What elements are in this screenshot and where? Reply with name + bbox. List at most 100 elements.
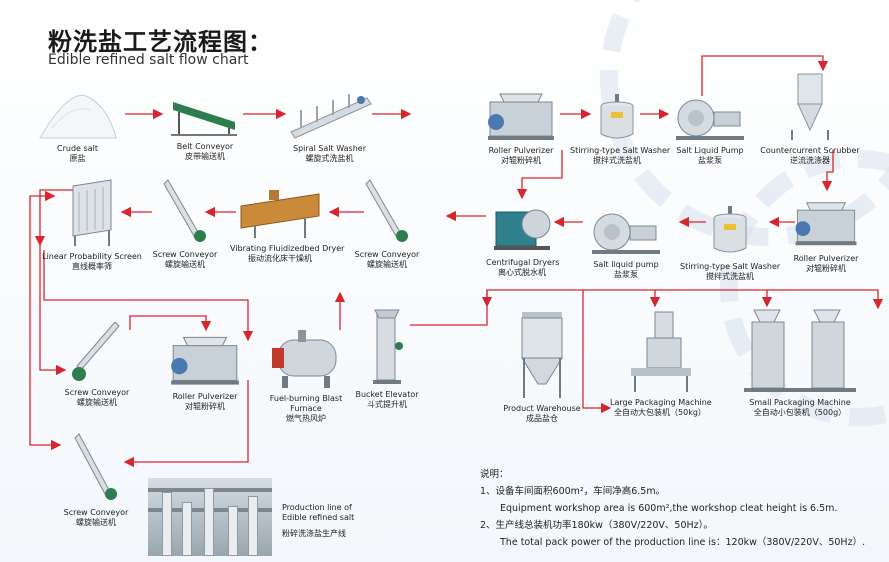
linear-screen-label-cn: 直线概率筛 xyxy=(72,262,112,271)
countercurrent-scrubber-label-en: Countercurrent Scrubber xyxy=(760,146,860,155)
node-screw-conveyor-4: Screw Conveyor 螺旋输送机 xyxy=(58,430,134,528)
production-line-en-2: Edible refined salt xyxy=(282,513,355,522)
screw-conveyor-4-label-cn: 螺旋输送机 xyxy=(76,518,116,527)
silo-icon xyxy=(521,312,563,398)
spiral-washer-label-en: Spiral Salt Washer xyxy=(293,144,366,153)
packaging-machine-icon xyxy=(744,309,856,392)
belt-conveyor-label-cn: 皮带输送机 xyxy=(185,152,225,161)
node-salt-liquid-pump-2: Salt liquid pump 盐浆泵 xyxy=(586,210,666,280)
arrow-left-bottom-loop xyxy=(29,340,62,451)
packaging-machine-icon xyxy=(631,311,691,392)
screw-conveyor-1-label-en: Screw Conveyor xyxy=(152,250,218,259)
centrifugal-dryer-label-cn: 离心式脱水机 xyxy=(498,268,546,277)
stirring-washer-1-label-cn: 搅拌式洗盐机 xyxy=(593,156,641,165)
notes-item2-cn: 2、生产线总装机功率180kw（380V/220V、50Hz）。 xyxy=(480,520,713,531)
node-centrifugal-dryer: Centrifugal Dryers 离心式脱水机 xyxy=(486,198,560,278)
production-line-caption: Production line of Edible refined salt 粉… xyxy=(282,503,354,539)
stirring-tank-icon xyxy=(713,206,747,253)
node-countercurrent-scrubber: Countercurrent Scrubber 逆流洗涤器 xyxy=(760,70,860,166)
screw-conveyor-3-label-en: Screw Conveyor xyxy=(64,388,130,397)
roller-pulverizer-3-label-cn: 对辊粉碎机 xyxy=(185,402,225,411)
arrow-loop-to-centrifuge xyxy=(516,150,563,200)
node-screw-conveyor-2: Screw Conveyor 螺旋输送机 xyxy=(352,176,422,270)
node-fluidized-dryer: Vibrating Fluidizedbed Dryer 振动流化床干燥机 xyxy=(230,190,345,264)
production-line-en-1: Production line of xyxy=(282,503,352,512)
centrifuge-icon xyxy=(494,209,551,250)
bucket-elevator-label-cn: 斗式提升机 xyxy=(367,400,407,409)
large-packaging-label-en: Large Packaging Machine xyxy=(610,398,712,407)
production-line-cn: 粉碎洗涤盐生产线 xyxy=(282,529,346,538)
pump-icon xyxy=(676,99,744,140)
belt-conveyor-label-en: Belt Conveyor xyxy=(176,142,234,151)
roller-pulverizer-2-label-en: Roller Pulverizer xyxy=(793,254,859,263)
furnace-icon xyxy=(272,330,337,388)
salt-pile-icon xyxy=(38,94,117,139)
small-packaging-label-cn: 全自动小包装机（500g） xyxy=(753,408,847,417)
arrow-pump1-to-scrubber xyxy=(701,55,829,96)
node-large-packaging: Large Packaging Machine 全自动大包装机（50kg） xyxy=(610,310,712,418)
node-stirring-washer-1: Stirring-type Salt Washer 搅拌式洗盐机 xyxy=(570,94,671,166)
salt-liquid-pump-2-label-cn: 盐浆泵 xyxy=(614,270,638,279)
screw-conveyor-icon xyxy=(74,433,117,500)
screw-conveyor-2-label-en: Screw Conveyor xyxy=(354,250,420,259)
bucket-elevator-label-en: Bucket Elevator xyxy=(355,390,419,399)
notes-heading: 说明： xyxy=(480,469,509,480)
screw-conveyor-icon xyxy=(163,179,206,242)
stirring-washer-2-label-cn: 搅拌式洗盐机 xyxy=(706,272,754,281)
product-warehouse-label-en: Product Warehouse xyxy=(503,404,581,413)
fluidized-dryer-label-cn: 振动流化床干燥机 xyxy=(248,254,312,263)
arrow-screen-to-pulv3 xyxy=(43,250,254,342)
screw-conveyor-2-label-cn: 螺旋输送机 xyxy=(367,260,407,269)
node-crude-salt: Crude salt 原盐 xyxy=(30,88,125,164)
node-roller-pulverizer-1: Roller Pulverizer 对辊粉碎机 xyxy=(478,92,564,166)
salt-liquid-pump-1-label-cn: 盐浆泵 xyxy=(698,156,722,165)
salt-liquid-pump-2-label-en: Salt liquid pump xyxy=(593,260,659,269)
node-roller-pulverizer-2: Roller Pulverizer 对辊粉碎机 xyxy=(786,198,866,274)
node-belt-conveyor: Belt Conveyor 皮带输送机 xyxy=(165,94,245,162)
arrow-loop-warehouse xyxy=(582,290,612,414)
arrow-scrubber-down xyxy=(821,150,834,192)
roller-pulverizer-3-label-en: Roller Pulverizer xyxy=(172,392,238,401)
node-stirring-washer-2: Stirring-type Salt Washer 搅拌式洗盐机 xyxy=(680,206,780,282)
node-bucket-elevator: Bucket Elevator 斗式提升机 xyxy=(354,306,420,410)
screw-conveyor-1-label-cn: 螺旋输送机 xyxy=(165,260,205,269)
crude-salt-label-cn: 原盐 xyxy=(69,154,86,163)
node-small-packaging: Small Packaging Machine 全自动小包装机（500g） xyxy=(730,308,870,418)
small-packaging-label-en: Small Packaging Machine xyxy=(749,398,851,407)
centrifugal-dryer-label-en: Centrifugal Dryers xyxy=(486,258,560,267)
arrow-pulv3-down-loop xyxy=(123,380,249,468)
notes-item2-en: The total pack power of the production l… xyxy=(500,537,866,548)
arrow-left-feed-screen xyxy=(29,190,56,340)
screen-icon xyxy=(72,179,112,246)
salt-liquid-pump-1-label-en: Salt Liquid Pump xyxy=(676,146,744,155)
roller-pulverizer-1-label-en: Roller Pulverizer xyxy=(488,146,554,155)
screw-conveyor-3-label-cn: 螺旋输送机 xyxy=(77,398,117,407)
fluidized-dryer-label-en: Vibrating Fluidizedbed Dryer xyxy=(230,244,345,253)
stirring-washer-1-label-en: Stirring-type Salt Washer xyxy=(570,146,671,155)
title-english: Edible refined salt flow chart xyxy=(48,52,249,68)
cyclone-icon xyxy=(791,73,829,140)
roller-pulverizer-icon xyxy=(488,93,554,140)
product-warehouse-label-cn: 成品盐仓 xyxy=(526,414,558,423)
notes-item1-cn: 1、设备车间面积600m²，车间净高6.5m。 xyxy=(480,486,666,497)
node-roller-pulverizer-3: Roller Pulverizer 对辊粉碎机 xyxy=(160,334,250,412)
title-chinese: 粉洗盐工艺流程图： xyxy=(48,28,273,56)
screw-conveyor-icon xyxy=(365,179,408,242)
blast-furnace-label-cn: 燃气热风炉 xyxy=(286,414,326,423)
stirring-washer-2-label-en: Stirring-type Salt Washer xyxy=(680,262,781,271)
crude-salt-label-en: Crude salt xyxy=(57,144,98,153)
roller-pulverizer-2-label-cn: 对辊粉碎机 xyxy=(806,264,846,273)
screw-conveyor-icon xyxy=(72,321,120,381)
screw-conveyor-4-label-en: Screw Conveyor xyxy=(63,508,129,517)
node-blast-furnace: Fuel-burning Blast Furnace 燃气热风炉 xyxy=(266,330,346,424)
notes-block: 说明： 1、设备车间面积600m²，车间净高6.5m。 Equipment wo… xyxy=(480,466,865,551)
large-packaging-label-cn: 全自动大包装机（50kg） xyxy=(614,408,706,417)
spiral-washer-label-cn: 螺旋式洗盐机 xyxy=(305,154,354,163)
roller-pulverizer-icon xyxy=(795,202,857,246)
roller-pulverizer-1-label-cn: 对辊粉碎机 xyxy=(501,156,541,165)
arrow-screen-down-screw3 xyxy=(39,245,67,376)
stirring-tank-icon xyxy=(600,94,634,139)
notes-item1-en: Equipment workshop area is 600m²,the wor… xyxy=(500,503,838,514)
